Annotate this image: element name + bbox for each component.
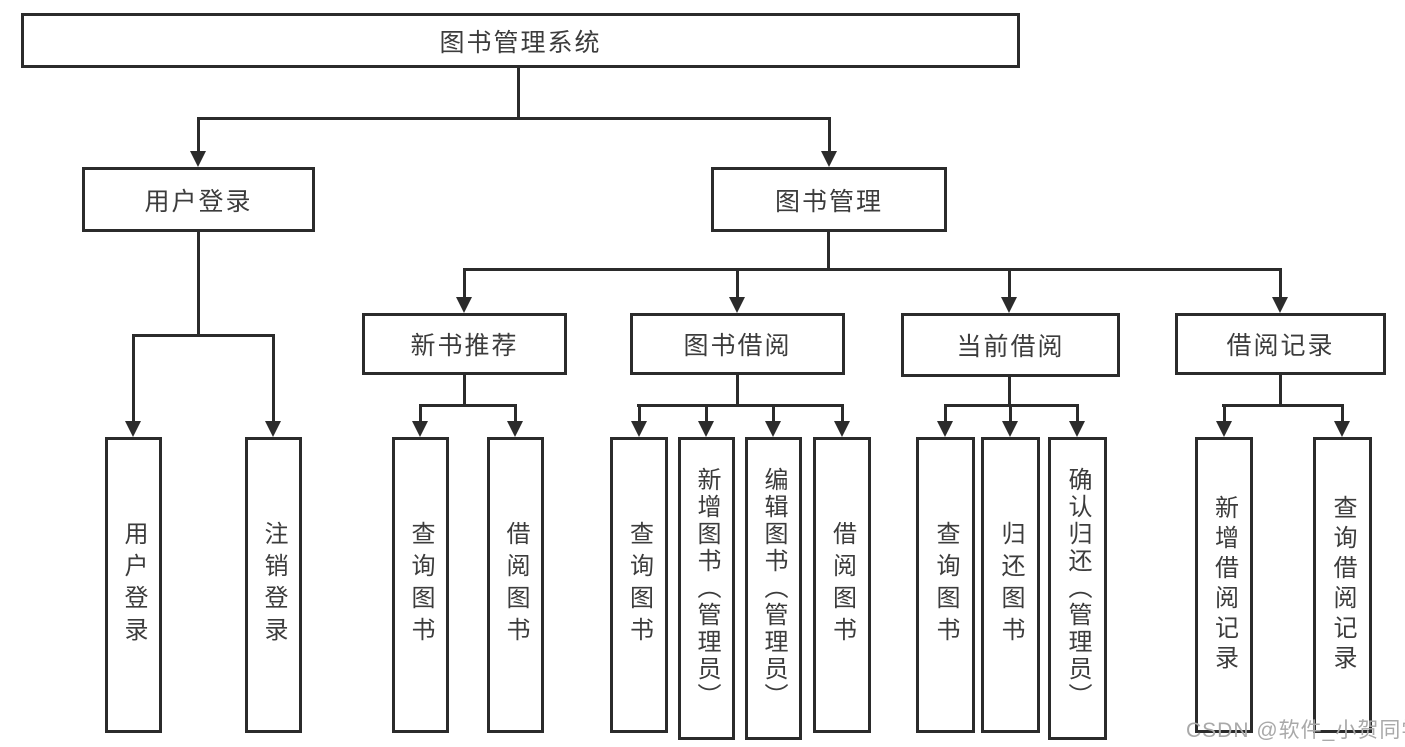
- leaf-confirm-return-admin: 确认归还（管理员）: [1048, 437, 1107, 740]
- connector-line: [1341, 404, 1344, 421]
- arrow-down-icon: [190, 151, 206, 167]
- arrow-down-icon: [456, 297, 472, 313]
- connector-line: [463, 268, 1282, 271]
- leaf-borrow-books-borrowing: 借阅图书: [813, 437, 871, 733]
- arrow-down-icon: [821, 151, 837, 167]
- arrow-down-icon: [1002, 421, 1018, 437]
- leaf-label: 查询借阅记录: [1329, 495, 1356, 675]
- node-library-management-system: 图书管理系统: [21, 13, 1020, 68]
- arrow-down-icon: [507, 421, 523, 437]
- leaf-label: 新增图书（管理员）: [693, 467, 720, 710]
- arrow-down-icon: [412, 421, 428, 437]
- connector-line: [132, 334, 135, 421]
- leaf-label: 查询图书: [625, 521, 653, 649]
- leaf-add-books-admin: 新增图书（管理员）: [678, 437, 735, 740]
- leaf-query-books-recommend: 查询图书: [392, 437, 449, 733]
- connector-line: [197, 117, 200, 153]
- connector-line: [637, 404, 844, 407]
- connector-line: [463, 375, 466, 407]
- leaf-label: 注销登录: [260, 521, 287, 649]
- leaf-label: 查询图书: [932, 521, 959, 649]
- arrow-down-icon: [265, 421, 281, 437]
- arrow-down-icon: [631, 421, 647, 437]
- connector-line: [705, 404, 708, 421]
- connector-line: [1222, 404, 1344, 407]
- node-book-borrowing: 图书借阅: [630, 313, 845, 375]
- leaf-label: 新增借阅记录: [1210, 495, 1238, 675]
- connector-line: [1223, 404, 1226, 421]
- leaf-query-books-borrowing: 查询图书: [610, 437, 668, 733]
- node-label: 借阅记录: [1226, 332, 1335, 360]
- leaf-return-books: 归还图书: [981, 437, 1040, 733]
- node-label: 图书管理系统: [439, 28, 602, 57]
- connector-line: [772, 404, 775, 421]
- leaf-label: 借阅图书: [828, 521, 856, 649]
- arrow-down-icon: [765, 421, 781, 437]
- connector-line: [1008, 377, 1011, 407]
- connector-line: [1279, 268, 1282, 297]
- node-book-management: 图书管理: [711, 167, 947, 232]
- leaf-label: 用户登录: [120, 521, 147, 649]
- connector-line: [1279, 375, 1282, 407]
- leaf-query-borrow-record: 查询借阅记录: [1313, 437, 1372, 733]
- leaf-edit-books-admin: 编辑图书（管理员）: [745, 437, 802, 740]
- node-user-login: 用户登录: [82, 167, 315, 232]
- node-label: 图书管理: [774, 187, 883, 216]
- arrow-down-icon: [834, 421, 850, 437]
- connector-line: [736, 268, 739, 297]
- leaf-label: 借阅图书: [502, 521, 529, 649]
- connector-line: [638, 404, 641, 421]
- leaf-label: 编辑图书（管理员）: [760, 467, 787, 710]
- node-borrowing-records: 借阅记录: [1175, 313, 1386, 375]
- arrow-down-icon: [125, 421, 141, 437]
- node-label: 当前借阅: [956, 333, 1065, 361]
- arrow-down-icon: [729, 297, 745, 313]
- connector-line: [841, 404, 844, 421]
- connector-line: [463, 268, 466, 297]
- connector-line: [1076, 404, 1079, 421]
- arrow-down-icon: [1069, 421, 1085, 437]
- node-label: 新书推荐: [410, 332, 519, 360]
- connector-line: [197, 232, 200, 337]
- connector-line: [514, 404, 517, 421]
- leaf-add-borrow-record: 新增借阅记录: [1195, 437, 1253, 733]
- connector-line: [827, 232, 830, 271]
- connector-line: [419, 404, 422, 421]
- watermark: CSDN @软件_小贺同学: [1186, 719, 1405, 742]
- leaf-query-books-current: 查询图书: [916, 437, 975, 733]
- leaf-user-login: 用户登录: [105, 437, 162, 733]
- leaf-label: 确认归还（管理员）: [1064, 467, 1091, 710]
- arrow-down-icon: [1001, 297, 1017, 313]
- arrow-down-icon: [1334, 421, 1350, 437]
- connector-line: [944, 404, 947, 421]
- arrow-down-icon: [1272, 297, 1288, 313]
- connector-line: [517, 68, 520, 119]
- node-label: 图书借阅: [683, 332, 792, 360]
- arrow-down-icon: [1216, 421, 1232, 437]
- arrow-down-icon: [698, 421, 714, 437]
- connector-line: [197, 117, 831, 120]
- arrow-down-icon: [937, 421, 953, 437]
- node-label: 用户登录: [144, 187, 253, 216]
- connector-line: [272, 334, 275, 421]
- connector-line: [132, 334, 275, 337]
- connector-line: [1008, 268, 1011, 297]
- connector-line: [828, 117, 831, 153]
- connector-line: [736, 375, 739, 407]
- leaf-label: 归还图书: [997, 521, 1024, 649]
- connector-line: [419, 404, 517, 407]
- leaf-logout-login: 注销登录: [245, 437, 302, 733]
- connector-line: [1009, 404, 1012, 421]
- node-new-book-recommendation: 新书推荐: [362, 313, 567, 375]
- leaf-borrow-books-recommend: 借阅图书: [487, 437, 544, 733]
- leaf-label: 查询图书: [407, 521, 434, 649]
- node-current-borrowing: 当前借阅: [901, 313, 1120, 377]
